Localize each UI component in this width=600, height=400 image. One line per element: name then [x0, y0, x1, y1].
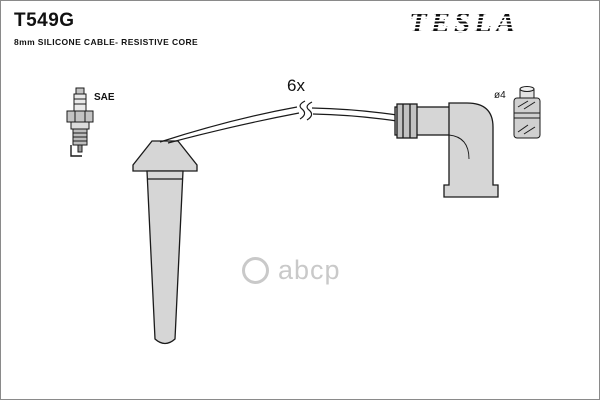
watermark: abcp	[242, 257, 341, 284]
terminal-icon	[513, 86, 541, 139]
cable	[159, 100, 398, 144]
break-mark-icon	[306, 101, 313, 121]
spark-plug-icon	[66, 87, 94, 157]
header: T549G 8mm SILICONE CABLE- RESISTIVE CORE	[14, 10, 198, 47]
right-connector	[394, 102, 499, 198]
quantity-label: 6x	[287, 76, 305, 95]
product-subtitle: 8mm SILICONE CABLE- RESISTIVE CORE	[14, 37, 199, 47]
sae-label: SAE	[94, 92, 115, 103]
part-number: T549G	[14, 10, 75, 31]
watermark-text: abcp	[278, 255, 341, 285]
break-mark-icon	[299, 100, 306, 120]
left-boot	[132, 140, 198, 345]
diameter-label: ø4	[494, 90, 506, 101]
abcp-logo-icon	[242, 257, 269, 284]
